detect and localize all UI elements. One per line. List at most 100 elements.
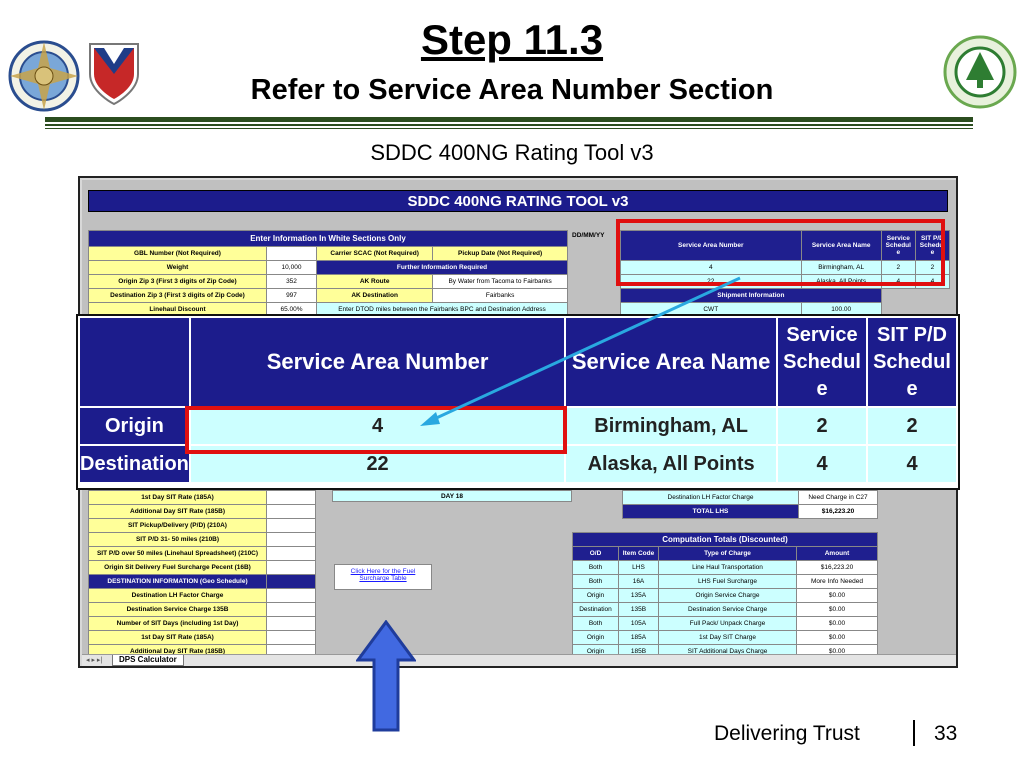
lower-left-row: SIT P/D 31- 50 miles (210B) — [88, 532, 316, 547]
slide-title: Step 11.3 — [420, 16, 604, 63]
lower-left-row: DESTINATION INFORMATION (Geo Schedule) — [88, 574, 316, 589]
shipment-info-header: Shipment Information — [620, 288, 882, 303]
lower-left-label: Additional Day SIT Rate (185B) — [88, 504, 267, 519]
lower-left-label: Destination LH Factor Charge — [88, 588, 267, 603]
comp-header-od: O/D — [572, 546, 619, 561]
header-rule-hairline — [45, 128, 973, 129]
zoom-dest-label: Destination — [78, 444, 191, 484]
lower-left-input[interactable] — [266, 532, 316, 547]
lower-left-row: Additional Day SIT Rate (185B) — [88, 504, 316, 519]
up-arrow-icon — [356, 620, 416, 732]
sheet-title-banner: SDDC 400NG RATING TOOL v3 — [88, 190, 948, 212]
weight-label: Weight — [88, 260, 267, 275]
service-area-table-zoom: Service Area Number Service Area Name Se… — [78, 316, 958, 484]
lower-left-input[interactable] — [266, 588, 316, 603]
computation-cell: $0.00 — [796, 588, 878, 603]
lower-left-label: SIT Pickup/Delivery (P/D) (210A) — [88, 518, 267, 533]
gbl-label: GBL Number (Not Required) — [88, 246, 267, 261]
computation-cell: More Info Needed — [796, 574, 878, 589]
lower-left-row: Origin Sit Delivery Fuel Surcharge Pecen… — [88, 560, 316, 575]
input-section-table: Enter Information In White Sections Only… — [88, 230, 568, 317]
computation-cell: 16A — [618, 574, 659, 589]
lower-left-input[interactable] — [266, 490, 316, 505]
sheet-tab-bar: ◂ ▸ ▸| DPS Calculator — [82, 654, 956, 666]
dest-zip-input[interactable]: 997 — [266, 288, 317, 303]
service-area-zoom-callout: Service Area Number Service Area Name Se… — [76, 314, 960, 490]
army-materiel-command-logo — [89, 43, 139, 106]
dest-lh-label: Destination LH Factor Charge — [622, 490, 799, 505]
page-number: 33 — [934, 722, 958, 745]
linehaul-discount-input[interactable]: 65.00% — [266, 302, 317, 317]
lower-left-input[interactable] — [266, 518, 316, 533]
lower-left-row: SIT P/D over 50 miles (Linehaul Spreadsh… — [88, 546, 316, 561]
lower-left-input[interactable] — [266, 546, 316, 561]
total-lhs-label: TOTAL LHS — [622, 504, 799, 519]
header-rule-thin — [45, 124, 973, 126]
computation-cell: 135A — [618, 588, 659, 603]
lower-left-input[interactable] — [266, 560, 316, 575]
comp-header-amount: Amount — [796, 546, 878, 561]
zoom-sa-number-header: Service Area Number — [188, 316, 567, 408]
pickup-date-label: Pickup Date (Not Required) — [432, 246, 568, 261]
weight-input[interactable]: 10,000 — [266, 260, 317, 275]
lower-left-label: Number of SIT Days (including 1st Day) — [88, 616, 267, 631]
lower-left-input[interactable] — [266, 602, 316, 617]
computation-cell: LHS — [618, 560, 659, 575]
lower-left-row: 1st Day SIT Rate (185A) — [88, 630, 316, 645]
gbl-input[interactable] — [266, 246, 317, 261]
date-format-label: DD/MM/YY — [572, 232, 605, 239]
zoom-origin-sched: 2 — [776, 406, 868, 446]
computation-cell: Origin Service Charge — [658, 588, 797, 603]
computation-cell: Both — [572, 574, 619, 589]
sa-name-header-small: Service Area Name — [800, 230, 882, 261]
highlight-box-origin — [185, 406, 567, 454]
lower-left-table: 1st Day SIT Rate (185A)Additional Day SI… — [88, 490, 316, 659]
lower-left-input[interactable] — [266, 630, 316, 645]
footer-separator — [913, 720, 915, 746]
computation-cell: 135B — [618, 602, 659, 617]
day18-cell: DAY 18 — [332, 490, 572, 502]
ak-dest-label: AK Destination — [315, 288, 434, 303]
computation-cell: Both — [572, 616, 619, 631]
lower-left-input[interactable] — [266, 504, 316, 519]
computation-cell: Origin — [572, 588, 619, 603]
tool-caption: SDDC 400NG Rating Tool v3 — [370, 140, 654, 165]
zoom-sit-header: SIT P/D Schedul e — [866, 316, 958, 408]
comp-header-type: Type of Charge — [658, 546, 797, 561]
service-area-table-small: Service Area Number Service Area Name Se… — [620, 230, 951, 317]
lower-left-label: SIT P/D over 50 miles (Linehaul Spreadsh… — [88, 546, 267, 561]
computation-cell: Origin — [572, 630, 619, 645]
tab-scroll-arrows-icon[interactable]: ◂ ▸ ▸| — [86, 657, 103, 664]
computation-cell: 105A — [618, 616, 659, 631]
zoom-origin-label: Origin — [78, 406, 191, 446]
lower-left-input[interactable] — [266, 616, 316, 631]
lower-left-row: SIT Pickup/Delivery (P/D) (210A) — [88, 518, 316, 533]
lower-left-label: Origin Sit Delivery Fuel Surcharge Pecen… — [88, 560, 267, 575]
zoom-blank-header — [78, 316, 191, 408]
slide-subtitle: Refer to Service Area Number Section — [250, 74, 774, 106]
tab-dps-calculator[interactable]: DPS Calculator — [112, 655, 184, 666]
ak-dest-select[interactable]: Fairbanks — [432, 288, 568, 303]
lower-left-row: Number of SIT Days (including 1st Day) — [88, 616, 316, 631]
computation-cell: $16,223.20 — [796, 560, 878, 575]
footer-tagline: Delivering Trust — [714, 722, 860, 745]
lower-left-label: 1st Day SIT Rate (185A) — [88, 490, 267, 505]
origin-zip-label: Origin Zip 3 (First 3 digits of Zip Code… — [88, 274, 267, 289]
lower-left-label: Destination Service Charge 135B — [88, 602, 267, 617]
fuel-surcharge-link[interactable]: Click Here for the Fuel Surcharge Table — [334, 564, 432, 590]
origin-zip-input[interactable]: 352 — [266, 274, 317, 289]
sa-sched-header-small: Service Schedul e — [880, 230, 916, 261]
computation-cell: Line Haul Transportation — [658, 560, 797, 575]
ak-route-select[interactable]: By Water from Tacoma to Fairbanks — [432, 274, 568, 289]
lower-left-label: SIT P/D 31- 50 miles (210B) — [88, 532, 267, 547]
carrier-scac-label: Carrier SCAC (Not Required) — [315, 246, 434, 261]
total-lhs-value: $16,223.20 — [798, 504, 878, 519]
enter-info-header: Enter Information In White Sections Only — [88, 230, 568, 247]
zoom-dest-name: Alaska, All Points — [564, 444, 779, 484]
